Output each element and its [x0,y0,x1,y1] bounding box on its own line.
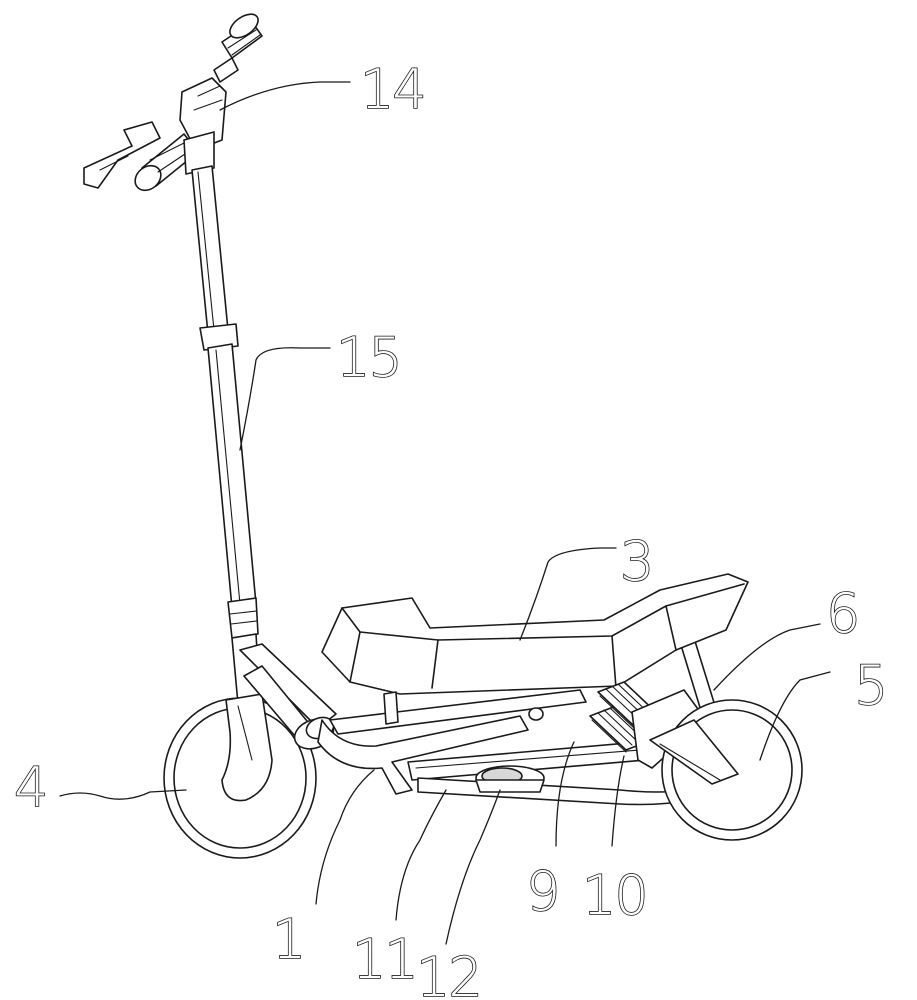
callout-3: 3 [620,530,652,593]
callout-5: 5 [854,654,886,717]
callout-9: 9 [526,860,558,923]
callout-12: 12 [416,946,481,1000]
pedal-crank [476,766,544,792]
steering-column [192,166,260,704]
callout-labels: 14 15 3 6 5 4 1 11 12 9 10 [14,58,886,1000]
callout-1: 1 [272,908,304,971]
callout-15: 15 [336,326,401,389]
upper-grip [222,9,262,58]
callout-4: 4 [14,756,46,819]
callout-10: 10 [582,864,647,927]
callout-11: 11 [352,928,417,991]
callout-14: 14 [360,58,425,121]
callout-6: 6 [826,582,858,645]
front-fork [222,694,272,801]
